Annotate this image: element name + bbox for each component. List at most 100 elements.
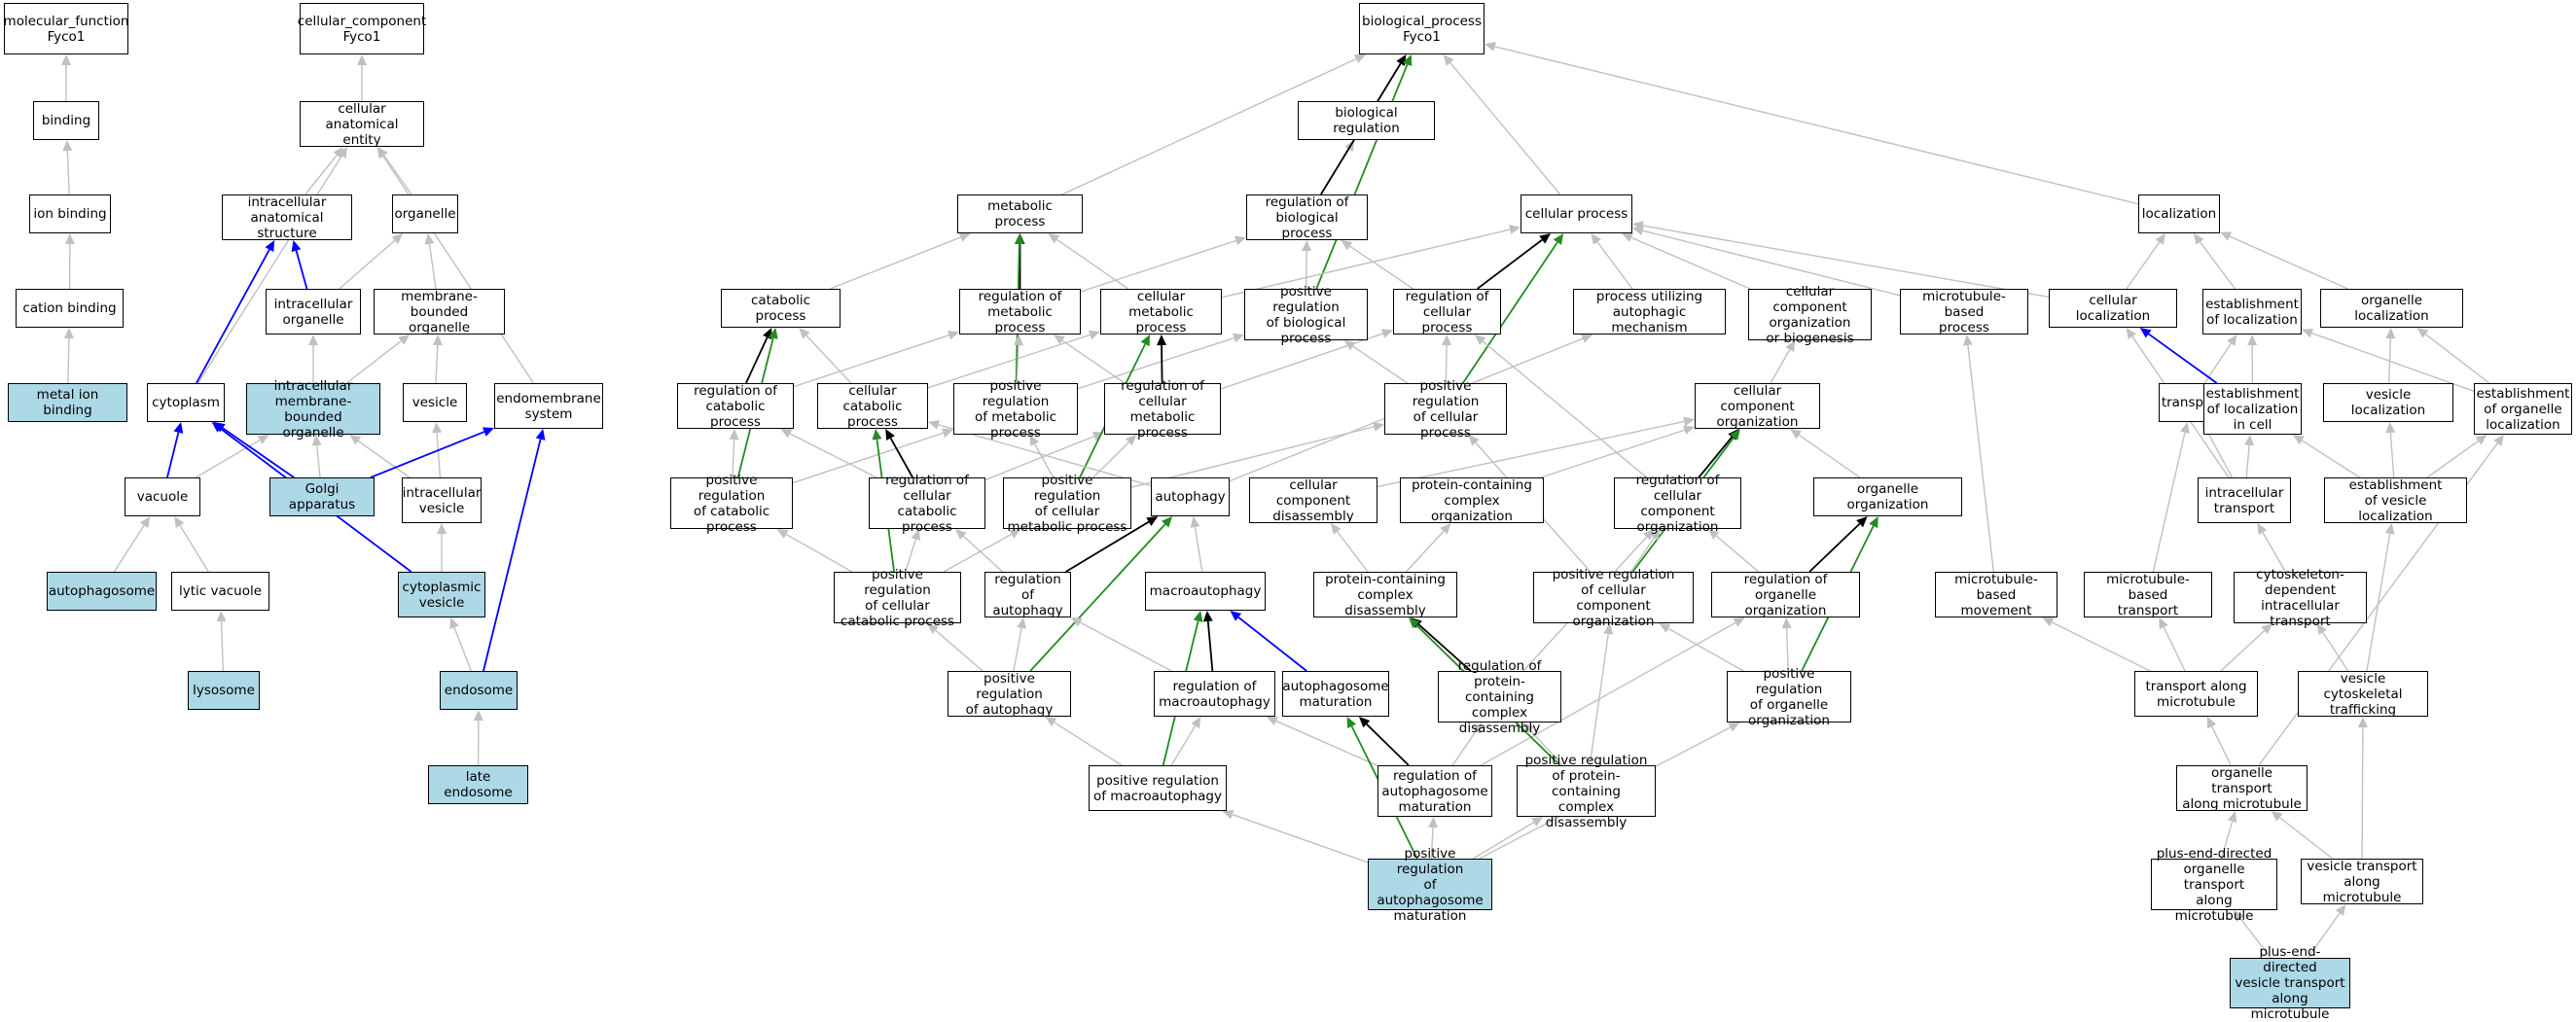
arrowhead: [2293, 435, 2305, 444]
term-node-regmacro[interactable]: regulation of macroautophagy: [1154, 671, 1275, 717]
arrowhead: [2385, 328, 2395, 338]
term-node-posregmacro[interactable]: positive regulation of macroautophagy: [1089, 765, 1227, 811]
term-node-regmetab[interactable]: regulation of metabolic process: [959, 289, 1081, 335]
term-node-estlocincell[interactable]: establishment of localization in cell: [2203, 383, 2302, 435]
term-node-regautophagy[interactable]: regulation of autophagy: [984, 572, 1071, 617]
term-node-cdit[interactable]: cytoskeleton-dependent intracellular tra…: [2234, 572, 2367, 623]
term-node-posregcellmetab[interactable]: positive regulation of cellular metaboli…: [1003, 477, 1131, 529]
term-node-imbo[interactable]: intracellular membrane-bounded organelle: [246, 383, 380, 435]
term-node-cellloc[interactable]: cellular localization: [2049, 289, 2177, 328]
term-node-ias[interactable]: intracellular anatomical structure: [222, 194, 352, 240]
term-node-regbp[interactable]: regulation of biological process: [1246, 194, 1368, 240]
term-node-mf[interactable]: molecular_function Fyco1: [4, 3, 128, 54]
term-node-regcellcatab[interactable]: regulation of cellular catabolic process: [869, 477, 985, 529]
term-node-pedvtam[interactable]: plus-end-directed vesicle transport alon…: [2230, 958, 2350, 1008]
term-node-endosome[interactable]: endosome: [440, 671, 518, 710]
term-node-posregcco[interactable]: positive regulation of cellular componen…: [1533, 572, 1694, 623]
term-node-cc[interactable]: cellular_component Fyco1: [300, 3, 424, 54]
term-node-organelle[interactable]: organelle: [392, 194, 458, 233]
term-node-golgi[interactable]: Golgi apparatus: [269, 477, 375, 516]
edge-is_a-tam-to-mtbt: [2159, 617, 2185, 671]
edge-is_a-vesloc-to-orgloc: [2385, 328, 2395, 383]
term-node-cae[interactable]: cellular anatomical entity: [300, 101, 424, 147]
term-node-posregcatab[interactable]: positive regulation of catabolic process: [670, 477, 793, 529]
term-node-lateendo[interactable]: late endosome: [428, 765, 528, 804]
term-node-posregcellcatab[interactable]: positive regulation of cellular cataboli…: [834, 572, 961, 623]
term-node-lytvac[interactable]: lytic vacuole: [171, 572, 269, 611]
edge-is_a-regcellproc-to-regbp: [1341, 240, 1413, 289]
term-node-apm[interactable]: autophagosome maturation: [1282, 671, 1389, 717]
term-node-pum[interactable]: process utilizing autophagic mechanism: [1573, 289, 1726, 335]
edge-is_a-ionb-to-binding: [62, 140, 72, 194]
term-node-localization[interactable]: localization: [2138, 194, 2220, 233]
term-node-cytves[interactable]: cytoplasmic vesicle: [398, 572, 485, 617]
term-node-bp[interactable]: biological_process Fyco1: [1359, 3, 1485, 54]
term-node-pcco[interactable]: protein-containing complex organization: [1400, 477, 1544, 523]
term-node-tam[interactable]: transport along microtubule: [2134, 671, 2258, 717]
term-node-cationb[interactable]: cation binding: [16, 289, 124, 328]
term-node-vct[interactable]: vesicle cytoskeletal trafficking: [2298, 671, 2428, 717]
term-node-ccob[interactable]: cellular component organization or bioge…: [1748, 289, 1872, 340]
term-node-macroautophagy[interactable]: macroautophagy: [1145, 572, 1266, 611]
term-node-regorgorg[interactable]: regulation of organelle organization: [1711, 572, 1860, 617]
term-node-binding[interactable]: binding: [33, 101, 99, 140]
term-node-regcatab[interactable]: regulation of catabolic process: [677, 383, 794, 429]
term-node-estloc[interactable]: establishment of localization: [2202, 289, 2302, 335]
term-node-posregcellproc[interactable]: positive regulation of cellular process: [1384, 383, 1507, 435]
edge-is_a-imbo-to-intorg: [308, 335, 318, 383]
term-node-regcellmetab[interactable]: regulation of cellular metabolic process: [1104, 383, 1221, 435]
term-node-autophagy[interactable]: autophagy: [1151, 477, 1230, 516]
arrowhead: [2156, 233, 2165, 245]
term-node-metab[interactable]: metabolic process: [957, 194, 1083, 233]
edge-is_a-posregpcdis-to-posregcco: [1590, 623, 1613, 765]
term-node-orgorg[interactable]: organelle organization: [1813, 477, 1962, 516]
term-node-cellmetab[interactable]: cellular metabolic process: [1100, 289, 1222, 335]
term-node-posregpcdis[interactable]: positive regulation of protein-containin…: [1517, 765, 1656, 817]
term-node-catab[interactable]: catabolic process: [721, 289, 841, 328]
term-node-intves[interactable]: intracellular vesicle: [402, 477, 482, 523]
term-node-posregorgorg[interactable]: positive regulation of organelle organiz…: [1727, 671, 1851, 722]
term-node-vacuole[interactable]: vacuole: [125, 477, 200, 516]
term-node-intorg[interactable]: intracellular organelle: [266, 289, 361, 335]
arrowhead: [1782, 617, 1792, 628]
term-node-posregmetab[interactable]: positive regulation of metabolic process: [953, 383, 1078, 435]
term-node-ccdis[interactable]: cellular component disassembly: [1249, 477, 1377, 523]
edge-is_a-vct-to-estvesloc: [2367, 523, 2395, 671]
term-node-otam[interactable]: organelle transport along microtubule: [2176, 765, 2308, 811]
term-node-vesicle[interactable]: vesicle: [403, 383, 467, 422]
term-node-mtbt[interactable]: microtubule-based transport: [2084, 572, 2212, 617]
term-node-ionb[interactable]: ion binding: [29, 194, 111, 233]
term-node-mbo[interactable]: membrane-bounded organelle: [374, 289, 505, 335]
term-node-vesloc[interactable]: vesicle localization: [2323, 383, 2453, 422]
term-node-metalb[interactable]: metal ion binding: [8, 383, 127, 422]
term-node-bioreg[interactable]: biological regulation: [1298, 101, 1435, 140]
term-node-regcco[interactable]: regulation of cellular component organiz…: [1614, 477, 1741, 529]
term-node-mtbm[interactable]: microtubule-based movement: [1935, 572, 2057, 617]
term-node-regpcdis[interactable]: regulation of protein-containing complex…: [1438, 671, 1561, 722]
term-node-regapm[interactable]: regulation of autophagosome maturation: [1377, 765, 1492, 817]
edge-is_a-localization-to-bp: [1485, 42, 2138, 204]
edge-is_a-posregautophagy-to-regautophagy: [1014, 617, 1026, 671]
term-node-posregapm[interactable]: positive regulation of autophagosome mat…: [1368, 859, 1492, 910]
term-node-orgloc[interactable]: organelle localization: [2320, 289, 2463, 328]
term-node-posregautophagy[interactable]: positive regulation of autophagy: [948, 671, 1071, 717]
term-node-pedotam[interactable]: plus-end-directed organelle transport al…: [2151, 859, 2277, 910]
term-node-pcdis[interactable]: protein-containing complex disassembly: [1313, 572, 1457, 617]
term-node-cytoplasm[interactable]: cytoplasm: [147, 383, 225, 422]
edge-is_a-macroautophagy-to-autophagy: [1190, 516, 1201, 572]
term-node-estorgloc[interactable]: establishment of organelle localization: [2474, 383, 2572, 435]
term-node-regcellproc[interactable]: regulation of cellular process: [1393, 289, 1501, 335]
term-node-vtam[interactable]: vesicle transport along microtubule: [2301, 859, 2423, 904]
term-node-cco[interactable]: cellular component organization: [1695, 383, 1820, 429]
term-node-lysosome[interactable]: lysosome: [188, 671, 260, 710]
term-node-estvesloc[interactable]: establishment of vesicle localization: [2324, 477, 2467, 523]
term-node-mtbp[interactable]: microtubule-based process: [1900, 289, 2028, 335]
edge-is_a-posregcellcatab-to-posregcatab: [777, 529, 852, 572]
term-node-cellcatab[interactable]: cellular catabolic process: [817, 383, 928, 429]
term-node-inttransport[interactable]: intracellular transport: [2198, 477, 2291, 523]
term-node-posregbp[interactable]: positive regulation of biological proces…: [1244, 289, 1368, 340]
arrowhead: [1230, 611, 1241, 621]
term-node-autophagosome[interactable]: autophagosome: [47, 572, 157, 611]
term-node-endomem[interactable]: endomembrane system: [494, 383, 603, 429]
term-node-cellproc[interactable]: cellular process: [1521, 194, 1632, 233]
